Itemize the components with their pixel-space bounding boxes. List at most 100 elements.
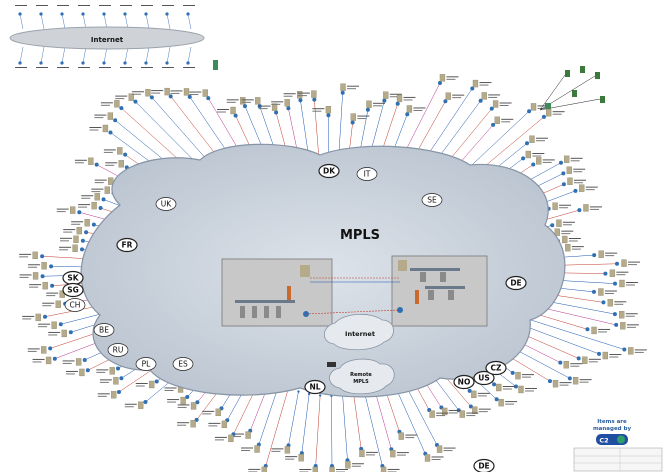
site-caption (15, 67, 27, 68)
router-icon (49, 264, 54, 269)
server-icon (41, 346, 47, 354)
datacenter-left (221, 258, 333, 327)
router-icon (102, 61, 106, 65)
site-caption (96, 371, 106, 373)
site-caption (42, 305, 52, 307)
router-icon (94, 162, 99, 167)
server-icon (73, 235, 79, 243)
site-caption (177, 422, 190, 424)
router-icon (85, 368, 90, 373)
site-caption (162, 67, 174, 68)
router-icon (58, 322, 63, 327)
site-caption (99, 67, 111, 68)
site-caption (271, 103, 281, 105)
router-icon (165, 12, 169, 16)
router-icon (52, 356, 57, 361)
server-icon (366, 100, 372, 108)
site-caption (573, 182, 583, 184)
router-icon (123, 152, 128, 157)
site-caption (357, 118, 367, 120)
server-icon (311, 90, 317, 98)
router-icon (82, 357, 87, 362)
site-caption (27, 350, 37, 352)
server-icon (271, 103, 278, 111)
server-icon (75, 358, 82, 366)
site-caption (105, 164, 115, 166)
site-link (315, 395, 321, 467)
router-icon (81, 61, 85, 65)
router-icon (395, 101, 400, 106)
site-caption (258, 105, 271, 107)
site-caption (74, 159, 87, 161)
site-caption (60, 237, 73, 239)
server-icon (383, 91, 389, 99)
site-caption (189, 91, 202, 93)
server-icon (32, 272, 39, 280)
server-icon (104, 186, 110, 194)
c2-logo-text: C2 (599, 437, 608, 445)
site-caption (312, 110, 322, 112)
server-icon (445, 92, 451, 100)
site-caption (347, 85, 360, 87)
router-icon (491, 122, 496, 127)
site-caption (56, 208, 69, 210)
site-caption (614, 303, 624, 305)
router-icon (597, 351, 602, 356)
site-caption (99, 381, 109, 383)
router-icon (297, 390, 300, 393)
site-caption (71, 223, 81, 225)
server-icon (325, 106, 332, 114)
site-caption (570, 160, 580, 162)
router-icon (591, 289, 596, 294)
country-code: CZ (491, 364, 503, 373)
site-caption (214, 439, 224, 441)
site-caption (524, 390, 534, 392)
site-caption (57, 67, 69, 68)
dc-links (305, 277, 401, 315)
site-caption (103, 151, 113, 153)
site-caption (477, 392, 490, 394)
site-caption (532, 155, 542, 157)
site-caption (164, 389, 174, 391)
site-caption (628, 261, 641, 263)
server-icon (530, 103, 537, 111)
site-caption (297, 92, 310, 94)
router-icon (39, 12, 43, 16)
server-icon (84, 219, 90, 227)
site-caption (604, 293, 614, 295)
site-caption (202, 413, 212, 415)
site-caption (405, 434, 418, 436)
site-caption (271, 450, 281, 452)
country-label-be: BE (93, 323, 115, 337)
router-icon (531, 162, 536, 167)
site-caption (103, 149, 116, 151)
country-code: RU (113, 346, 124, 355)
server-icon (552, 379, 559, 388)
site-caption (241, 449, 251, 451)
server-icon (472, 406, 478, 414)
country-label-it: IT (356, 167, 378, 181)
server-icon (554, 228, 560, 236)
router-icon (101, 197, 106, 202)
router-icon (68, 330, 73, 335)
site-caption (131, 93, 141, 95)
site-caption (19, 253, 32, 255)
site-caption (96, 369, 109, 371)
site-caption (297, 95, 307, 97)
site-link (423, 88, 473, 161)
router-icon (39, 61, 43, 65)
server-icon (621, 259, 627, 267)
server-icon (108, 177, 114, 185)
site-caption (241, 99, 254, 101)
site-caption (94, 179, 107, 181)
site-caption (162, 5, 174, 6)
site-caption (614, 301, 627, 303)
country-code: NO (458, 378, 471, 387)
server-icon (215, 408, 221, 417)
site-caption (452, 97, 462, 99)
server-icon (180, 396, 186, 405)
site-link (301, 393, 310, 454)
server-icon (429, 410, 435, 418)
site-caption (605, 255, 615, 257)
router-icon (165, 61, 169, 65)
